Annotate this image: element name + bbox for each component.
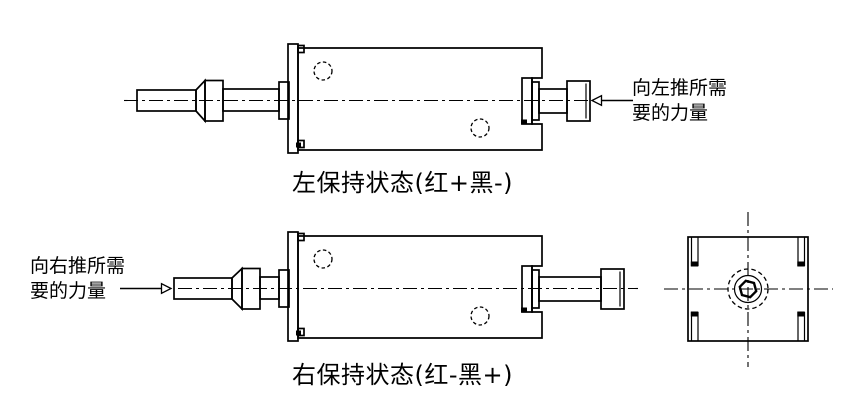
mounting-hole xyxy=(470,306,490,326)
bore-hidden-circle xyxy=(727,268,769,310)
right-hold-caption: 右保持状态(红-黑+) xyxy=(292,361,513,389)
right-hold-view xyxy=(120,231,638,342)
left-hold-caption: 左保持状态(红+黑-) xyxy=(292,169,513,197)
annotation-line: 要的力量 xyxy=(632,102,709,124)
annotation-line: 要的力量 xyxy=(30,280,107,302)
frame-outline xyxy=(687,236,809,342)
mounting-hole xyxy=(313,61,333,81)
push-left-force-annotation: 向左推所需 要的力量 xyxy=(632,76,727,126)
end-view xyxy=(664,212,833,367)
push-left-arrowhead xyxy=(590,94,603,107)
push-right-arrowhead xyxy=(160,282,173,295)
bore-circle xyxy=(733,274,763,304)
corner-slot-bottom-left xyxy=(690,311,699,341)
corner-slot-top-right xyxy=(797,237,806,267)
stop-head xyxy=(600,268,625,310)
weld-mark xyxy=(521,119,527,125)
guide-flange xyxy=(278,81,290,120)
mounting-hole xyxy=(313,249,333,269)
solenoid-body xyxy=(297,235,543,339)
corner-slot-top-left xyxy=(690,237,699,267)
corner-slot-bottom-right xyxy=(797,311,806,341)
plate-tab-top xyxy=(297,44,305,54)
stop-head xyxy=(566,80,591,122)
guide-flange xyxy=(278,269,290,308)
annotation-line: 向右推所需 xyxy=(30,255,126,277)
annotation-line: 向左推所需 xyxy=(632,77,728,99)
push-right-force-annotation: 向右推所需 要的力量 xyxy=(30,254,125,304)
solenoid-body xyxy=(297,47,543,151)
plate-tab-top xyxy=(297,232,305,242)
weld-mark xyxy=(521,307,527,313)
left-hold-view xyxy=(124,43,633,154)
hex-socket xyxy=(738,279,758,299)
mounting-hole xyxy=(470,118,490,138)
